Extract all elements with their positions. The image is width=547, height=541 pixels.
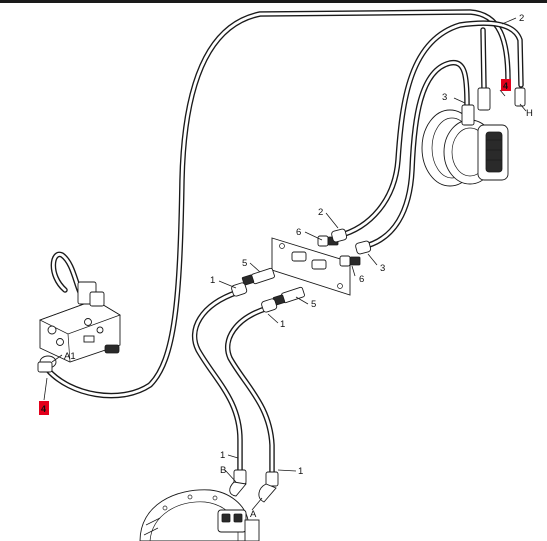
label-a: A — [250, 509, 257, 520]
label-2-mid: 2 — [318, 207, 323, 218]
fitting-a1 — [37, 355, 57, 373]
label-1-a: 1 — [210, 275, 215, 286]
top-border — [0, 0, 547, 3]
label-3-top: 3 — [442, 92, 447, 103]
fitting-1-right-top — [261, 298, 278, 313]
label-h: H — [526, 108, 533, 119]
label-1-d: 1 — [298, 466, 303, 477]
label-a1: A1 — [64, 351, 76, 362]
label-6-lower: 6 — [359, 274, 364, 285]
bottom-gearbox — [139, 489, 260, 541]
label-2-top: 2 — [519, 13, 524, 24]
hose-bracket-plate — [271, 237, 351, 296]
label-6-upper: 6 — [296, 227, 301, 238]
valve-loop-hose — [50, 251, 83, 295]
coupling-hose-3 — [355, 240, 372, 255]
label-5-lower: 5 — [311, 299, 316, 310]
label-3-mid: 3 — [380, 263, 385, 274]
fitting-5-lower — [272, 286, 305, 306]
hose-2-short — [480, 27, 487, 91]
label-b: B — [220, 465, 226, 476]
hose-1-left — [191, 289, 243, 481]
hose-3 — [359, 59, 470, 250]
highlight-4-left[interactable]: 4 — [39, 401, 49, 415]
label-5-upper: 5 — [242, 258, 247, 269]
highlight-4-top-right[interactable]: 4 — [501, 79, 511, 91]
highlight-4-top-right-text: 4 — [503, 81, 508, 91]
elbow-fitting-a — [258, 471, 279, 503]
fitting-1-left-top — [231, 282, 248, 297]
fitting-6-lower — [339, 255, 361, 267]
coupling-hose-2 — [331, 228, 348, 243]
label-1-c: 1 — [220, 450, 225, 461]
elbow-fitting-b — [229, 469, 247, 497]
hose-4-long — [45, 9, 511, 399]
drive-motor — [421, 87, 526, 187]
highlight-4-left-text: 4 — [41, 404, 46, 414]
leader-lines — [43, 17, 527, 511]
hose-2-upper — [335, 20, 524, 239]
valve-block — [39, 281, 121, 363]
label-1-b: 1 — [280, 319, 285, 330]
hose-1-right — [225, 305, 275, 483]
fitting-5-upper — [241, 267, 275, 286]
